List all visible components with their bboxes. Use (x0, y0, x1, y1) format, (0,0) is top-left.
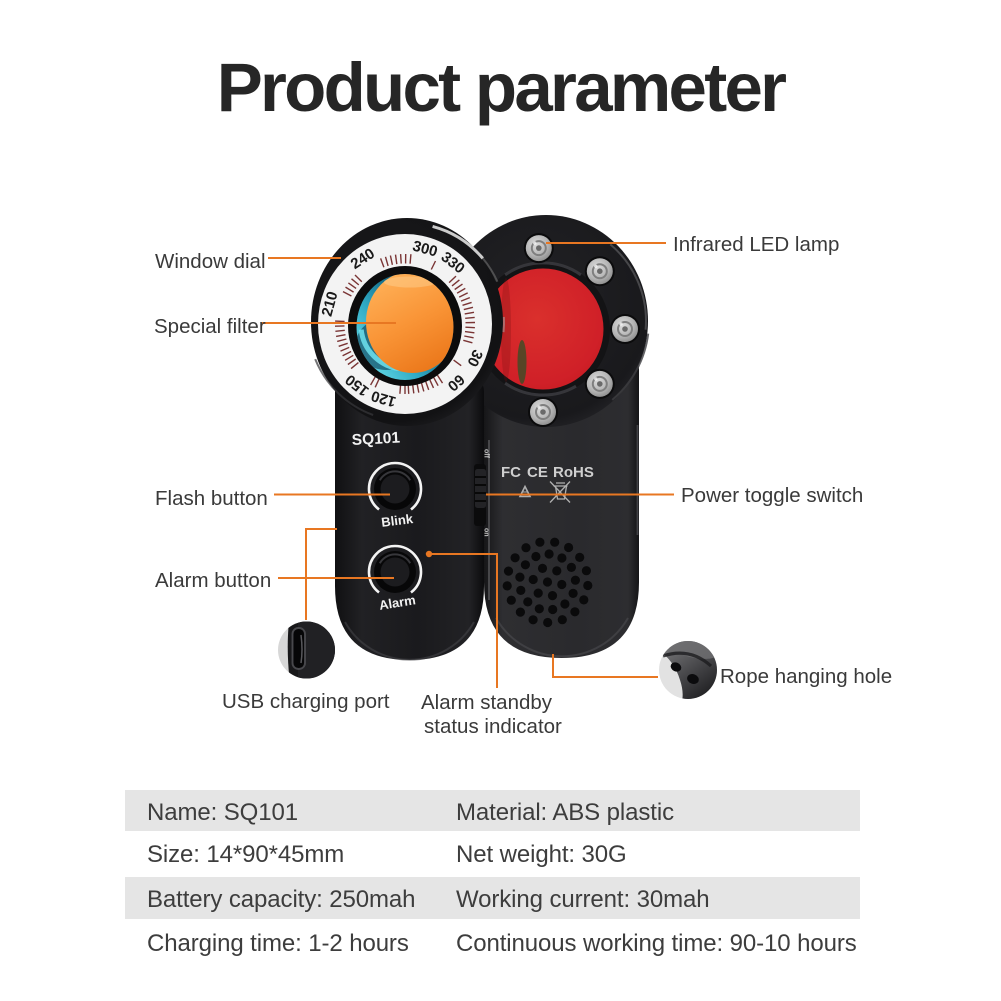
svg-text:120: 120 (369, 387, 398, 410)
svg-text:Rope hanging hole: Rope hanging hole (720, 665, 892, 688)
svg-text:Flash button: Flash button (155, 487, 268, 510)
svg-text:Infrared LED lamp: Infrared LED lamp (673, 233, 839, 256)
svg-text:on: on (483, 528, 490, 537)
svg-text:30: 30 (463, 347, 486, 369)
svg-text:off: off (483, 449, 490, 459)
svg-text:status indicator: status indicator (424, 715, 562, 738)
svg-text:USB charging port: USB charging port (222, 690, 390, 713)
svg-text:Alarm standby: Alarm standby (421, 691, 553, 714)
svg-text:Special filter: Special filter (154, 315, 266, 338)
svg-text:300: 300 (411, 238, 440, 261)
svg-text:CE: CE (527, 464, 548, 481)
svg-text:Window dial: Window dial (155, 250, 266, 273)
svg-text:FC: FC (501, 464, 521, 481)
svg-text:Alarm button: Alarm button (155, 569, 271, 592)
svg-text:Power toggle switch: Power toggle switch (681, 484, 863, 507)
svg-text:210: 210 (319, 290, 342, 319)
svg-text:Alarm: Alarm (378, 592, 417, 613)
svg-text:RoHS: RoHS (553, 464, 594, 481)
svg-text:Blink: Blink (380, 511, 414, 530)
svg-text:SQ101: SQ101 (351, 429, 400, 449)
